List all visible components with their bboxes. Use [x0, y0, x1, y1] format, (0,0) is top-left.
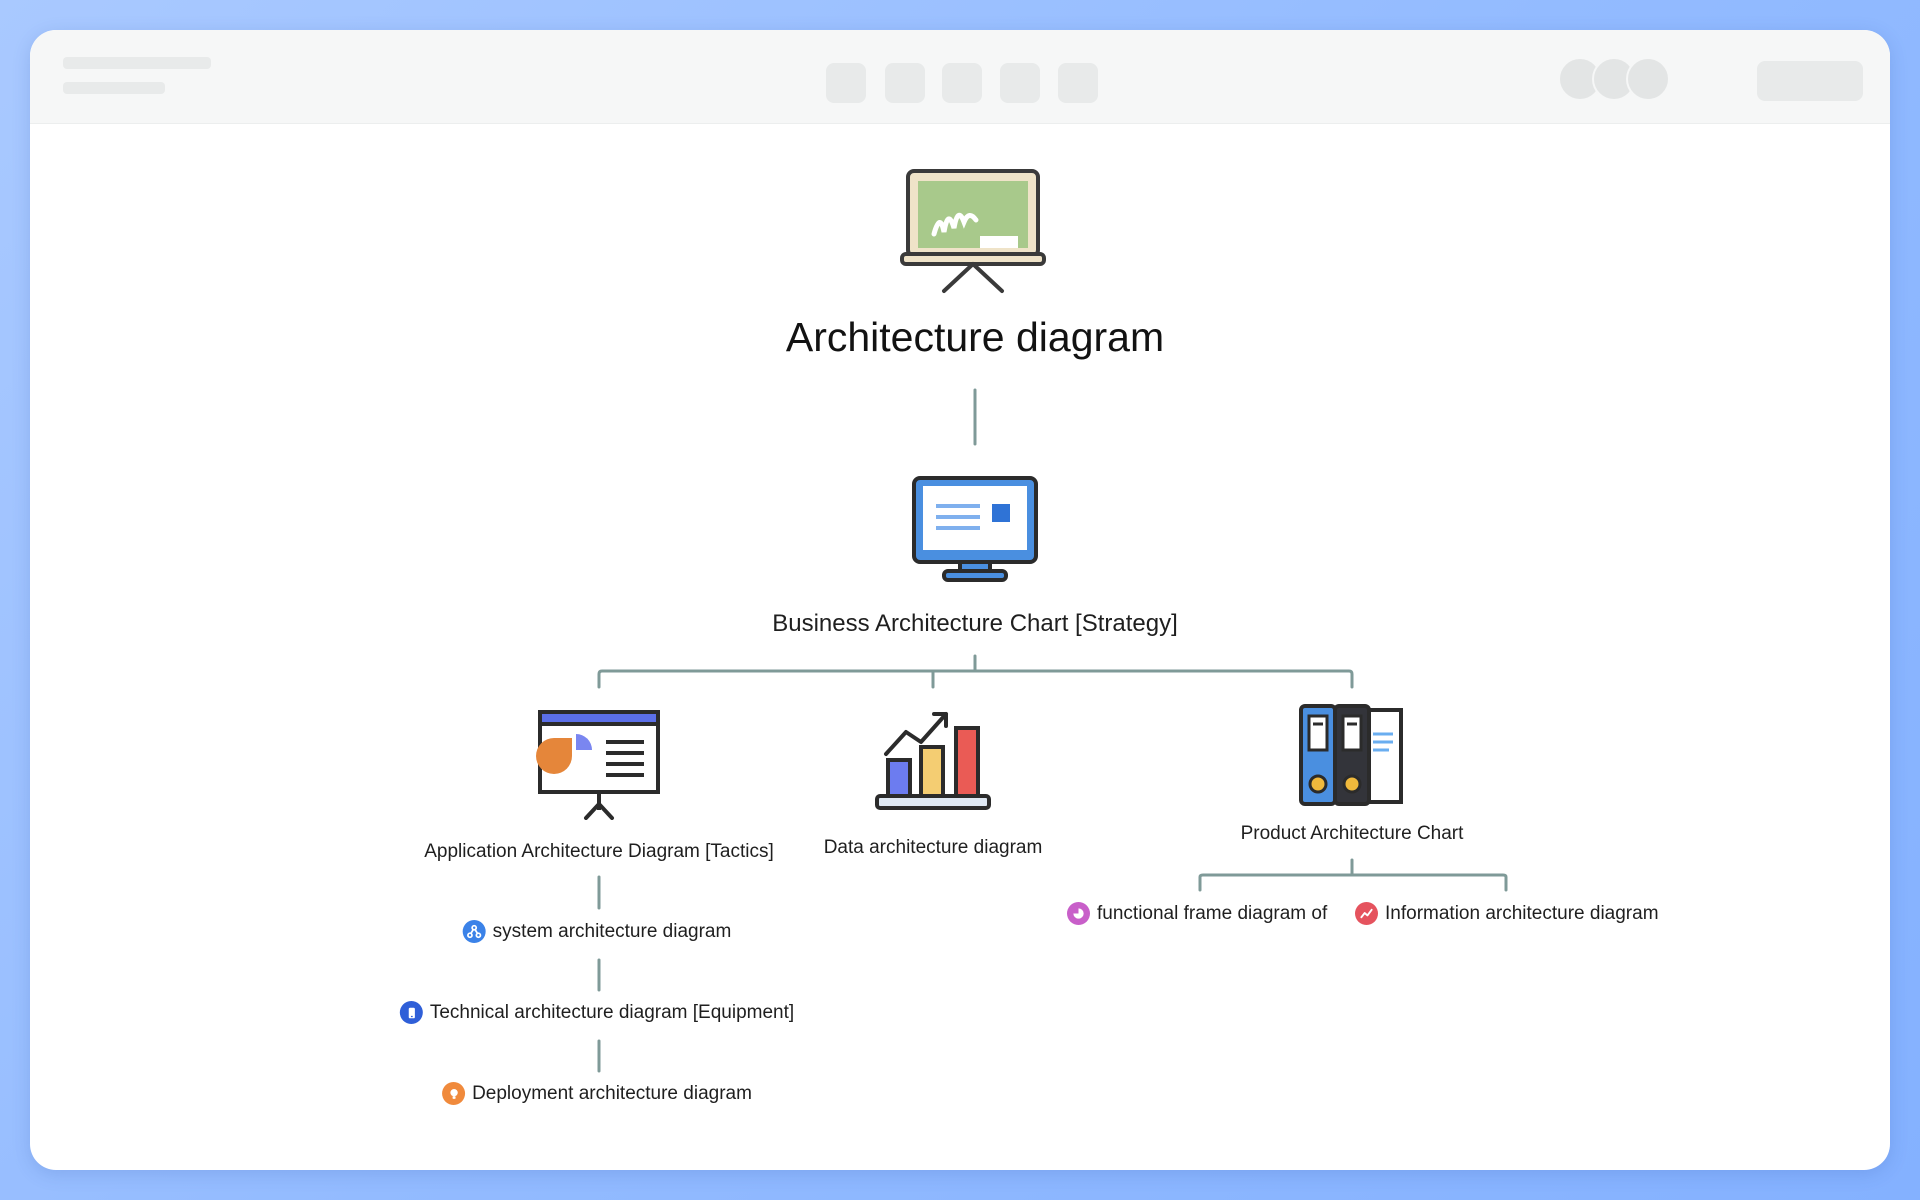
leaf-node-label: system architecture diagram [492, 920, 732, 942]
leaf-node[interactable]: Technical architecture diagram [Equipmen… [399, 1001, 795, 1024]
child-node-label[interactable]: Application Architecture Diagram [Tactic… [424, 841, 774, 862]
leaf-node[interactable]: Information architecture diagram [1355, 902, 1659, 925]
leaf-node-label: Deployment architecture diagram [472, 1082, 752, 1104]
monitor-icon [912, 476, 1038, 582]
share-button[interactable] [1757, 61, 1863, 101]
child-node-label[interactable]: Data architecture diagram [823, 837, 1043, 858]
title-placeholder [63, 57, 211, 69]
bar-chart-growth-icon [875, 712, 991, 810]
network-icon [462, 920, 486, 943]
diagram-root-title[interactable]: Architecture diagram [785, 314, 1165, 360]
toolbar-button-1[interactable] [826, 63, 866, 103]
leaf-node[interactable]: functional frame diagram of [1067, 902, 1327, 925]
child-node-label[interactable]: Product Architecture Chart [1240, 823, 1464, 844]
leaf-node[interactable]: Deployment architecture diagram [442, 1082, 752, 1105]
connector-level1-to-children [597, 654, 1354, 689]
trend-icon [1355, 902, 1378, 925]
subtitle-placeholder [63, 82, 165, 94]
toolbar-button-5[interactable] [1058, 63, 1098, 103]
presentation-board-icon [536, 710, 660, 820]
pie-icon [1067, 902, 1090, 925]
avatar[interactable] [1626, 57, 1670, 101]
lightbulb-icon [442, 1082, 466, 1105]
leaf-node[interactable]: system architecture diagram [462, 920, 732, 943]
leaf-node-label: functional frame diagram of [1097, 902, 1328, 924]
toolbar-button-2[interactable] [885, 63, 925, 103]
toolbar [30, 30, 1890, 124]
connector-product-to-leaves [1198, 858, 1508, 892]
leaf-node-label: Information architecture diagram [1385, 902, 1659, 924]
binders-icon [1299, 704, 1403, 806]
chalkboard-icon [900, 169, 1046, 293]
leaf-node-label: Technical architecture diagram [Equipmen… [429, 1001, 795, 1023]
phone-icon [399, 1001, 423, 1024]
level1-node-label[interactable]: Business Architecture Chart [Strategy] [772, 610, 1178, 637]
toolbar-button-4[interactable] [1000, 63, 1040, 103]
toolbar-button-3[interactable] [942, 63, 982, 103]
